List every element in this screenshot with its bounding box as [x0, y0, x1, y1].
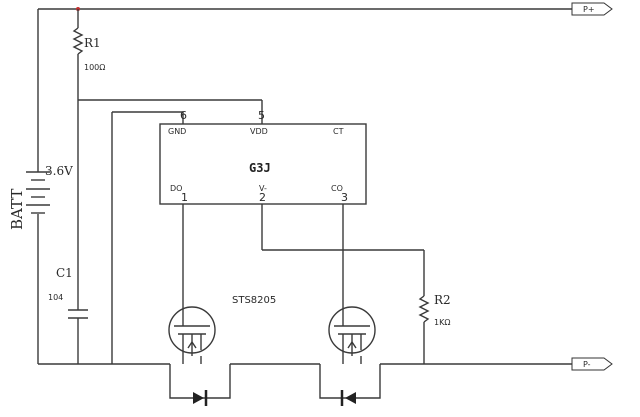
terminal-p-minus: P-	[571, 357, 613, 371]
mosfet-label: STS8205	[232, 295, 276, 306]
pin-label-ct: CT	[333, 127, 344, 136]
r2-name: R2	[434, 293, 451, 307]
battery-label: BATT	[8, 189, 26, 230]
pin-label-do: DO	[170, 184, 182, 193]
mosfet-2	[328, 306, 376, 356]
pin-number-vdd: 5	[258, 109, 265, 122]
r1-value: 100Ω	[84, 63, 105, 72]
ic-body	[159, 123, 367, 205]
pin-number-co: 3	[341, 191, 348, 204]
body-diode-1	[169, 356, 231, 406]
pin-number-vminus: 2	[259, 191, 266, 204]
r1-name: R1	[84, 36, 101, 50]
battery-voltage: 3.6V	[45, 164, 73, 178]
pin-number-do: 1	[181, 191, 188, 204]
c1-value: 104	[48, 293, 63, 302]
body-diode-2	[319, 356, 381, 406]
svg-text:P-: P-	[583, 360, 591, 369]
svg-text:P+: P+	[583, 5, 595, 14]
mosfet-1	[168, 306, 216, 356]
r1-resistor	[72, 27, 84, 55]
r2-resistor	[418, 295, 430, 323]
pin-number-gnd: 6	[180, 109, 187, 122]
pin-label-gnd: GND	[168, 127, 186, 136]
r2-value: 1KΩ	[434, 318, 450, 327]
c1-capacitor	[68, 309, 88, 319]
terminal-p-plus: P+	[571, 2, 613, 16]
battery-symbol	[26, 171, 50, 214]
pin-label-co: CO	[331, 184, 343, 193]
c1-name: C1	[56, 266, 73, 280]
pin-label-vminus: V-	[259, 184, 267, 193]
pin-label-vdd: VDD	[250, 127, 268, 136]
ic-name: G3J	[249, 161, 271, 175]
